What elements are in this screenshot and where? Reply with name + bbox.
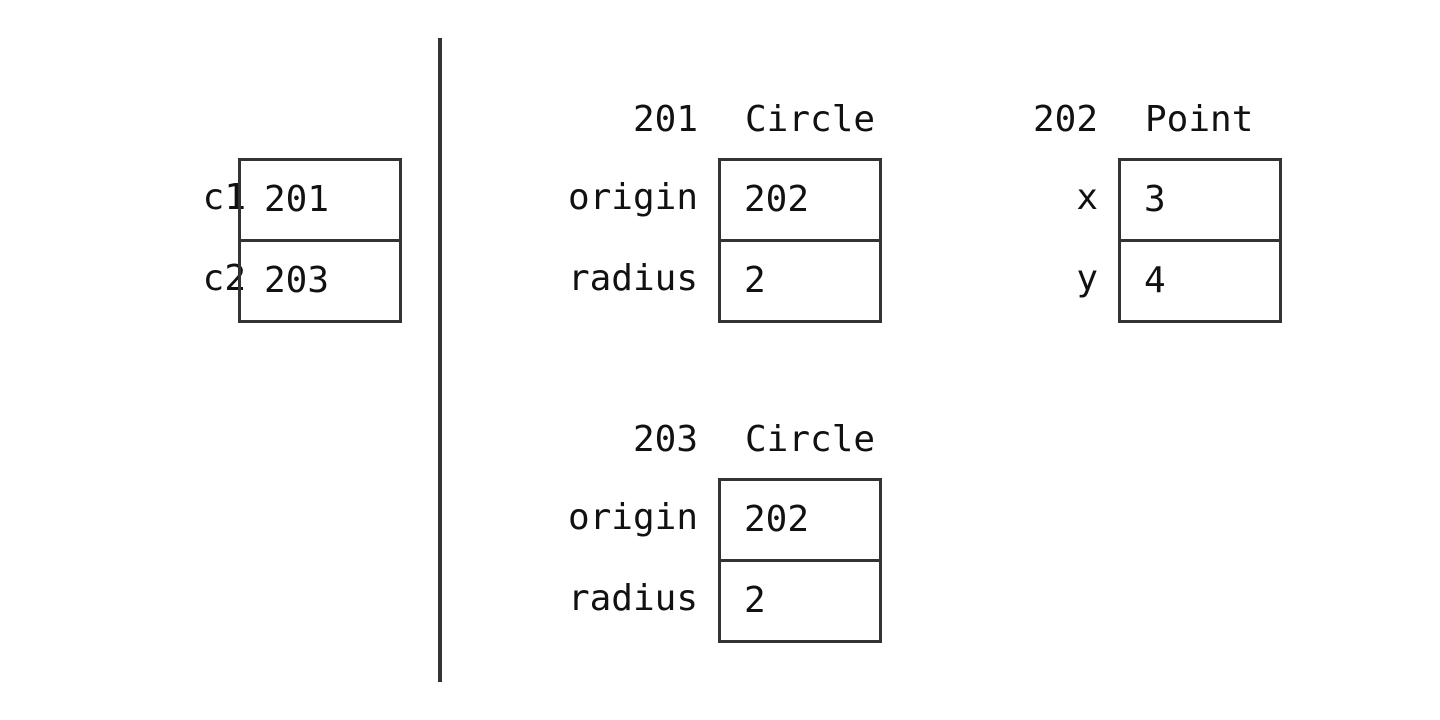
heap-object-203: 203 Circle origin 202 radius 2 <box>534 420 884 643</box>
object-header: 203 Circle <box>534 420 884 460</box>
field-value-cell: 2 <box>718 239 882 323</box>
variable-value-cell: 203 <box>238 239 402 323</box>
field-name: x <box>1076 177 1098 218</box>
stack-frame: c1 201 c2 203 <box>54 158 404 323</box>
field-row-origin: origin 202 <box>534 158 884 242</box>
variable-value: 203 <box>264 260 330 301</box>
field-value-cell: 202 <box>718 158 882 242</box>
object-type: Point <box>1145 99 1254 140</box>
variable-value: 201 <box>264 179 330 220</box>
variable-row-c2: c2 203 <box>54 239 404 323</box>
field-row-origin: origin 202 <box>534 478 884 562</box>
heap-object-201: 201 Circle origin 202 radius 2 <box>534 100 884 323</box>
object-header: 202 Point <box>934 100 1284 140</box>
object-type: Circle <box>745 419 876 460</box>
object-address: 202 <box>1032 99 1098 140</box>
field-value-cell: 2 <box>718 559 882 643</box>
field-name: radius <box>567 578 698 619</box>
field-name: radius <box>567 258 698 299</box>
heap-object-202: 202 Point x 3 y 4 <box>934 100 1284 323</box>
field-value-cell: 3 <box>1118 158 1282 242</box>
field-name: origin <box>567 497 698 538</box>
stack-heap-divider <box>438 38 442 682</box>
field-value: 2 <box>744 260 766 301</box>
object-address: 203 <box>632 419 698 460</box>
field-row-y: y 4 <box>934 239 1284 323</box>
object-header: 201 Circle <box>534 100 884 140</box>
field-value-cell: 202 <box>718 478 882 562</box>
object-type: Circle <box>745 99 876 140</box>
variable-value-cell: 201 <box>238 158 402 242</box>
field-row-x: x 3 <box>934 158 1284 242</box>
field-row-radius: radius 2 <box>534 239 884 323</box>
field-value: 3 <box>1144 179 1166 220</box>
field-value: 202 <box>744 179 810 220</box>
field-value: 202 <box>744 499 810 540</box>
field-value: 4 <box>1144 260 1166 301</box>
object-address: 201 <box>632 99 698 140</box>
variable-row-c1: c1 201 <box>54 158 404 242</box>
field-name: origin <box>567 177 698 218</box>
field-value: 2 <box>744 580 766 621</box>
field-row-radius: radius 2 <box>534 559 884 643</box>
field-value-cell: 4 <box>1118 239 1282 323</box>
field-name: y <box>1076 258 1098 299</box>
